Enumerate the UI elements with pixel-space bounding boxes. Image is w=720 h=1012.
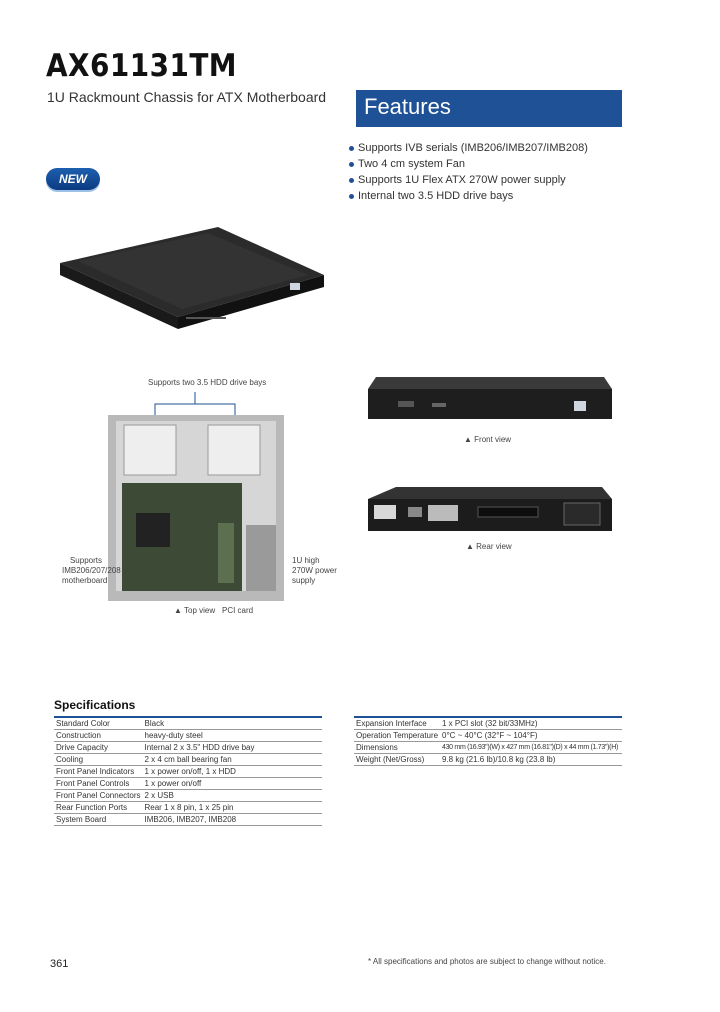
feature-item: Two 4 cm system Fan <box>348 156 588 172</box>
spec-value: 1 x PCI slot (32 bit/33MHz) <box>440 716 622 730</box>
hdd-callout-bracket <box>154 392 236 418</box>
product-title: AX61131TM <box>46 48 238 84</box>
spec-label: Rear Function Ports <box>54 801 143 814</box>
spec-value: 1 x power on/off <box>142 777 322 790</box>
psu-callout: 1U high 270W power supply <box>292 556 337 585</box>
page-number: 361 <box>50 958 69 970</box>
spec-value: IMB206, IMB207, IMB208 <box>142 813 322 826</box>
hdd-callout: Supports two 3.5 HDD drive bays <box>148 378 267 387</box>
spec-value: Black <box>142 716 322 730</box>
spec-label: System Board <box>54 813 143 826</box>
spec-label: Front Panel Indicators <box>54 765 143 778</box>
feature-item: Supports IVB serials (IMB206/IMB207/IMB2… <box>348 140 588 156</box>
spec-value: heavy-duty steel <box>142 729 322 742</box>
features-header: Features <box>356 90 622 127</box>
product-subtitle: 1U Rackmount Chassis for ATX Motherboard <box>47 89 327 105</box>
spec-value: 2 x USB <box>142 789 322 802</box>
spec-label: Standard Color <box>54 716 143 730</box>
motherboard-callout: Supports IMB206/207/208 motherboard <box>62 556 121 585</box>
spec-label: Weight (Net/Gross) <box>354 753 440 766</box>
spec-label: Front Panel Connectors <box>54 789 143 802</box>
feature-list: Supports IVB serials (IMB206/IMB207/IMB2… <box>348 140 588 204</box>
spec-value: 9.8 kg (21.6 lb)/10.8 kg (23.8 lb) <box>440 753 622 766</box>
spec-label: Dimensions <box>354 741 440 754</box>
spec-label: Expansion Interface <box>354 716 440 730</box>
spec-label: Operation Temperature <box>354 729 440 742</box>
pci-card-caption: PCI card <box>222 606 254 615</box>
new-badge: NEW <box>46 168 100 190</box>
specifications-heading: Specifications <box>54 698 136 712</box>
spec-label: Front Panel Controls <box>54 777 143 790</box>
front-view-photo <box>368 377 612 419</box>
rear-view-caption: ▲ Rear view <box>466 542 512 551</box>
top-view-photo <box>108 415 284 601</box>
spec-value: 2 x 4 cm ball bearing fan <box>142 753 322 766</box>
spec-label: Drive Capacity <box>54 741 143 754</box>
spec-value: 430 mm (16.93")(W) x 427 mm (16.81")(D) … <box>440 741 622 754</box>
spec-value: 1 x power on/off, 1 x HDD <box>142 765 322 778</box>
spec-label: Construction <box>54 729 143 742</box>
spec-value: Internal 2 x 3.5" HDD drive bay <box>142 741 322 754</box>
spec-value: Rear 1 x 8 pin, 1 x 25 pin <box>142 801 322 814</box>
table-row: Weight (Net/Gross)9.8 kg (21.6 lb)/10.8 … <box>354 753 622 766</box>
features-heading: Features <box>364 94 451 119</box>
front-view-caption: ▲ Front view <box>464 435 512 444</box>
spec-value: 0°C ~ 40°C (32°F ~ 104°F) <box>440 729 622 742</box>
footnote: * All specifications and photos are subj… <box>368 957 606 966</box>
top-view-caption: ▲ Top view <box>174 606 216 615</box>
feature-item: Supports 1U Flex ATX 270W power supply <box>348 172 588 188</box>
feature-item: Internal two 3.5 HDD drive bays <box>348 188 588 204</box>
rear-view-photo <box>368 487 612 531</box>
spec-label: Cooling <box>54 753 143 766</box>
chassis-photo <box>60 227 324 329</box>
